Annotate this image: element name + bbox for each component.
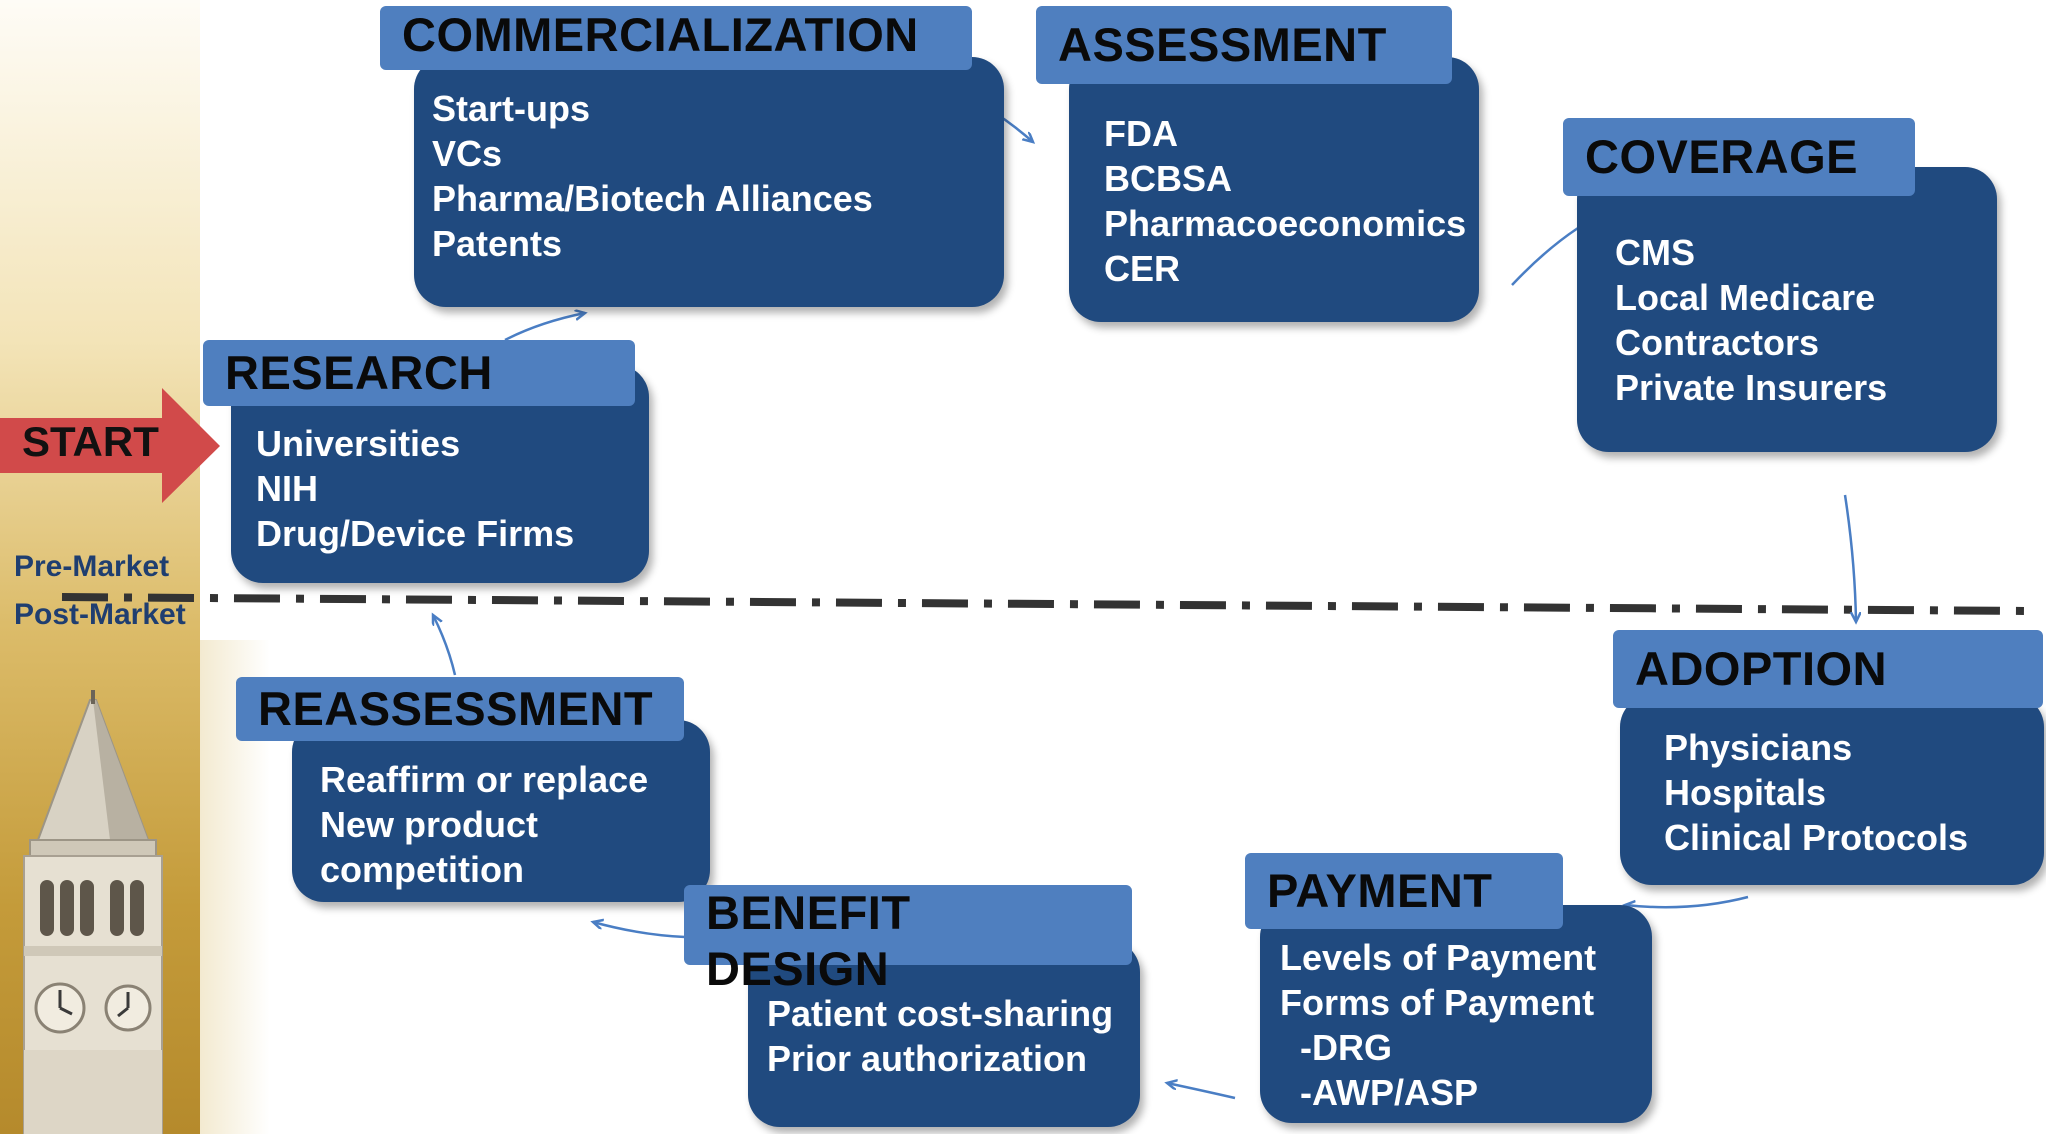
arrow-adoption-to-payment xyxy=(1625,895,1749,907)
research-list: Universities NIH Drug/Device Firms xyxy=(256,421,574,556)
benefit-design-title-line1: BENEFIT xyxy=(706,886,911,939)
list-item: Clinical Protocols xyxy=(1664,817,1969,858)
list-item: Universities xyxy=(256,423,461,464)
list-item: VCs xyxy=(432,133,503,174)
arrow-benefit-design-to-reassessment xyxy=(593,922,686,939)
commercialization-list: Start-ups VCs Pharma/Biotech Alliances P… xyxy=(432,86,873,266)
list-item: CER xyxy=(1104,248,1181,289)
list-item: Drug/Device Firms xyxy=(256,513,575,554)
pre-market-label: Pre-Market xyxy=(14,550,170,583)
reassessment-box xyxy=(292,720,710,902)
benefit-design-header: BENEFIT DESIGN xyxy=(684,885,1132,995)
arrow-coverage-to-adoption xyxy=(1843,494,1856,622)
list-item: competition xyxy=(320,849,524,890)
assessment-box xyxy=(1069,57,1479,322)
list-item: Contractors xyxy=(1615,322,1820,363)
commercialization-box xyxy=(414,57,1004,307)
list-item: Pharmacoeconomics xyxy=(1104,203,1467,244)
list-item: -AWP/ASP xyxy=(1280,1072,1479,1113)
list-item: Prior authorization xyxy=(767,1038,1088,1079)
payment-list: Levels of Payment Forms of Payment -DRG … xyxy=(1280,935,1596,1115)
coverage-box xyxy=(1577,167,1997,452)
list-item: FDA xyxy=(1104,113,1178,154)
list-item: Levels of Payment xyxy=(1280,937,1597,978)
list-item: -DRG xyxy=(1280,1027,1392,1068)
post-market-label: Post-Market xyxy=(14,598,186,631)
list-item: Patient cost-sharing xyxy=(767,993,1114,1034)
adoption-header: ADOPTION xyxy=(1613,630,2043,708)
coverage-list: CMS Local Medicare Contractors Private I… xyxy=(1615,230,1887,410)
payment-box xyxy=(1260,905,1652,1123)
arrow-payment-to-benefit-design xyxy=(1167,1083,1236,1100)
start-arrow xyxy=(0,388,220,503)
list-item: Hospitals xyxy=(1664,772,1827,813)
arrow-research-to-commercialization xyxy=(504,313,585,342)
list-item: New product xyxy=(320,804,539,845)
assessment-header: ASSESSMENT xyxy=(1036,6,1452,84)
campanile-tower-illustration xyxy=(23,690,163,1134)
market-divider-line xyxy=(61,593,2031,615)
arrow-reassessment-to-research xyxy=(433,615,457,676)
adoption-box xyxy=(1620,695,2044,885)
payment-header: PAYMENT xyxy=(1245,853,1563,929)
commercialization-header: COMMERCIALIZATION xyxy=(380,6,972,70)
benefit-design-title-line2: DESIGN xyxy=(706,942,890,995)
reassessment-list: Reaffirm or replace New product competit… xyxy=(320,757,648,892)
benefit-design-box xyxy=(748,940,1140,1127)
list-item: Private Insurers xyxy=(1615,367,1888,408)
list-item: Pharma/Biotech Alliances xyxy=(432,178,873,219)
assessment-list: FDA BCBSA Pharmacoeconomics CER xyxy=(1104,111,1466,291)
list-item: Patents xyxy=(432,223,563,264)
reassessment-header: REASSESSMENT xyxy=(236,677,684,741)
start-label: START xyxy=(22,418,159,465)
list-item: BCBSA xyxy=(1104,158,1233,199)
list-item: Local Medicare xyxy=(1615,277,1876,318)
list-item: CMS xyxy=(1615,232,1695,273)
list-item: Start-ups xyxy=(432,88,591,129)
list-item: Physicians xyxy=(1664,727,1853,768)
adoption-list: Physicians Hospitals Clinical Protocols xyxy=(1664,725,1968,860)
coverage-header: COVERAGE xyxy=(1563,118,1915,196)
list-item: Reaffirm or replace xyxy=(320,759,649,800)
list-item: NIH xyxy=(256,468,318,509)
benefit-design-list: Patient cost-sharing Prior authorization xyxy=(767,991,1113,1081)
research-header: RESEARCH xyxy=(203,340,635,406)
list-item: Forms of Payment xyxy=(1280,982,1595,1023)
arrow-assessment-to-coverage xyxy=(1511,226,1579,286)
